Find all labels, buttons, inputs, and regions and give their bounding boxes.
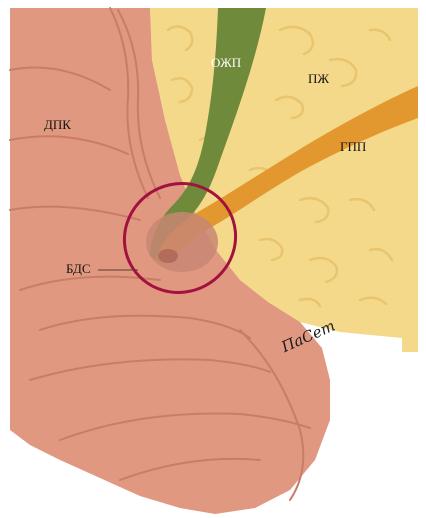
label-duodenum: ДПК <box>44 118 71 131</box>
label-major-duodenal-papilla: БДС <box>66 262 91 275</box>
label-pancreas: ПЖ <box>308 72 329 85</box>
label-common-bile-duct: ОЖП <box>211 56 241 69</box>
papilla-mound <box>146 212 218 272</box>
papilla-orifice <box>158 249 178 263</box>
label-main-pancreatic-duct: ГПП <box>340 140 366 153</box>
